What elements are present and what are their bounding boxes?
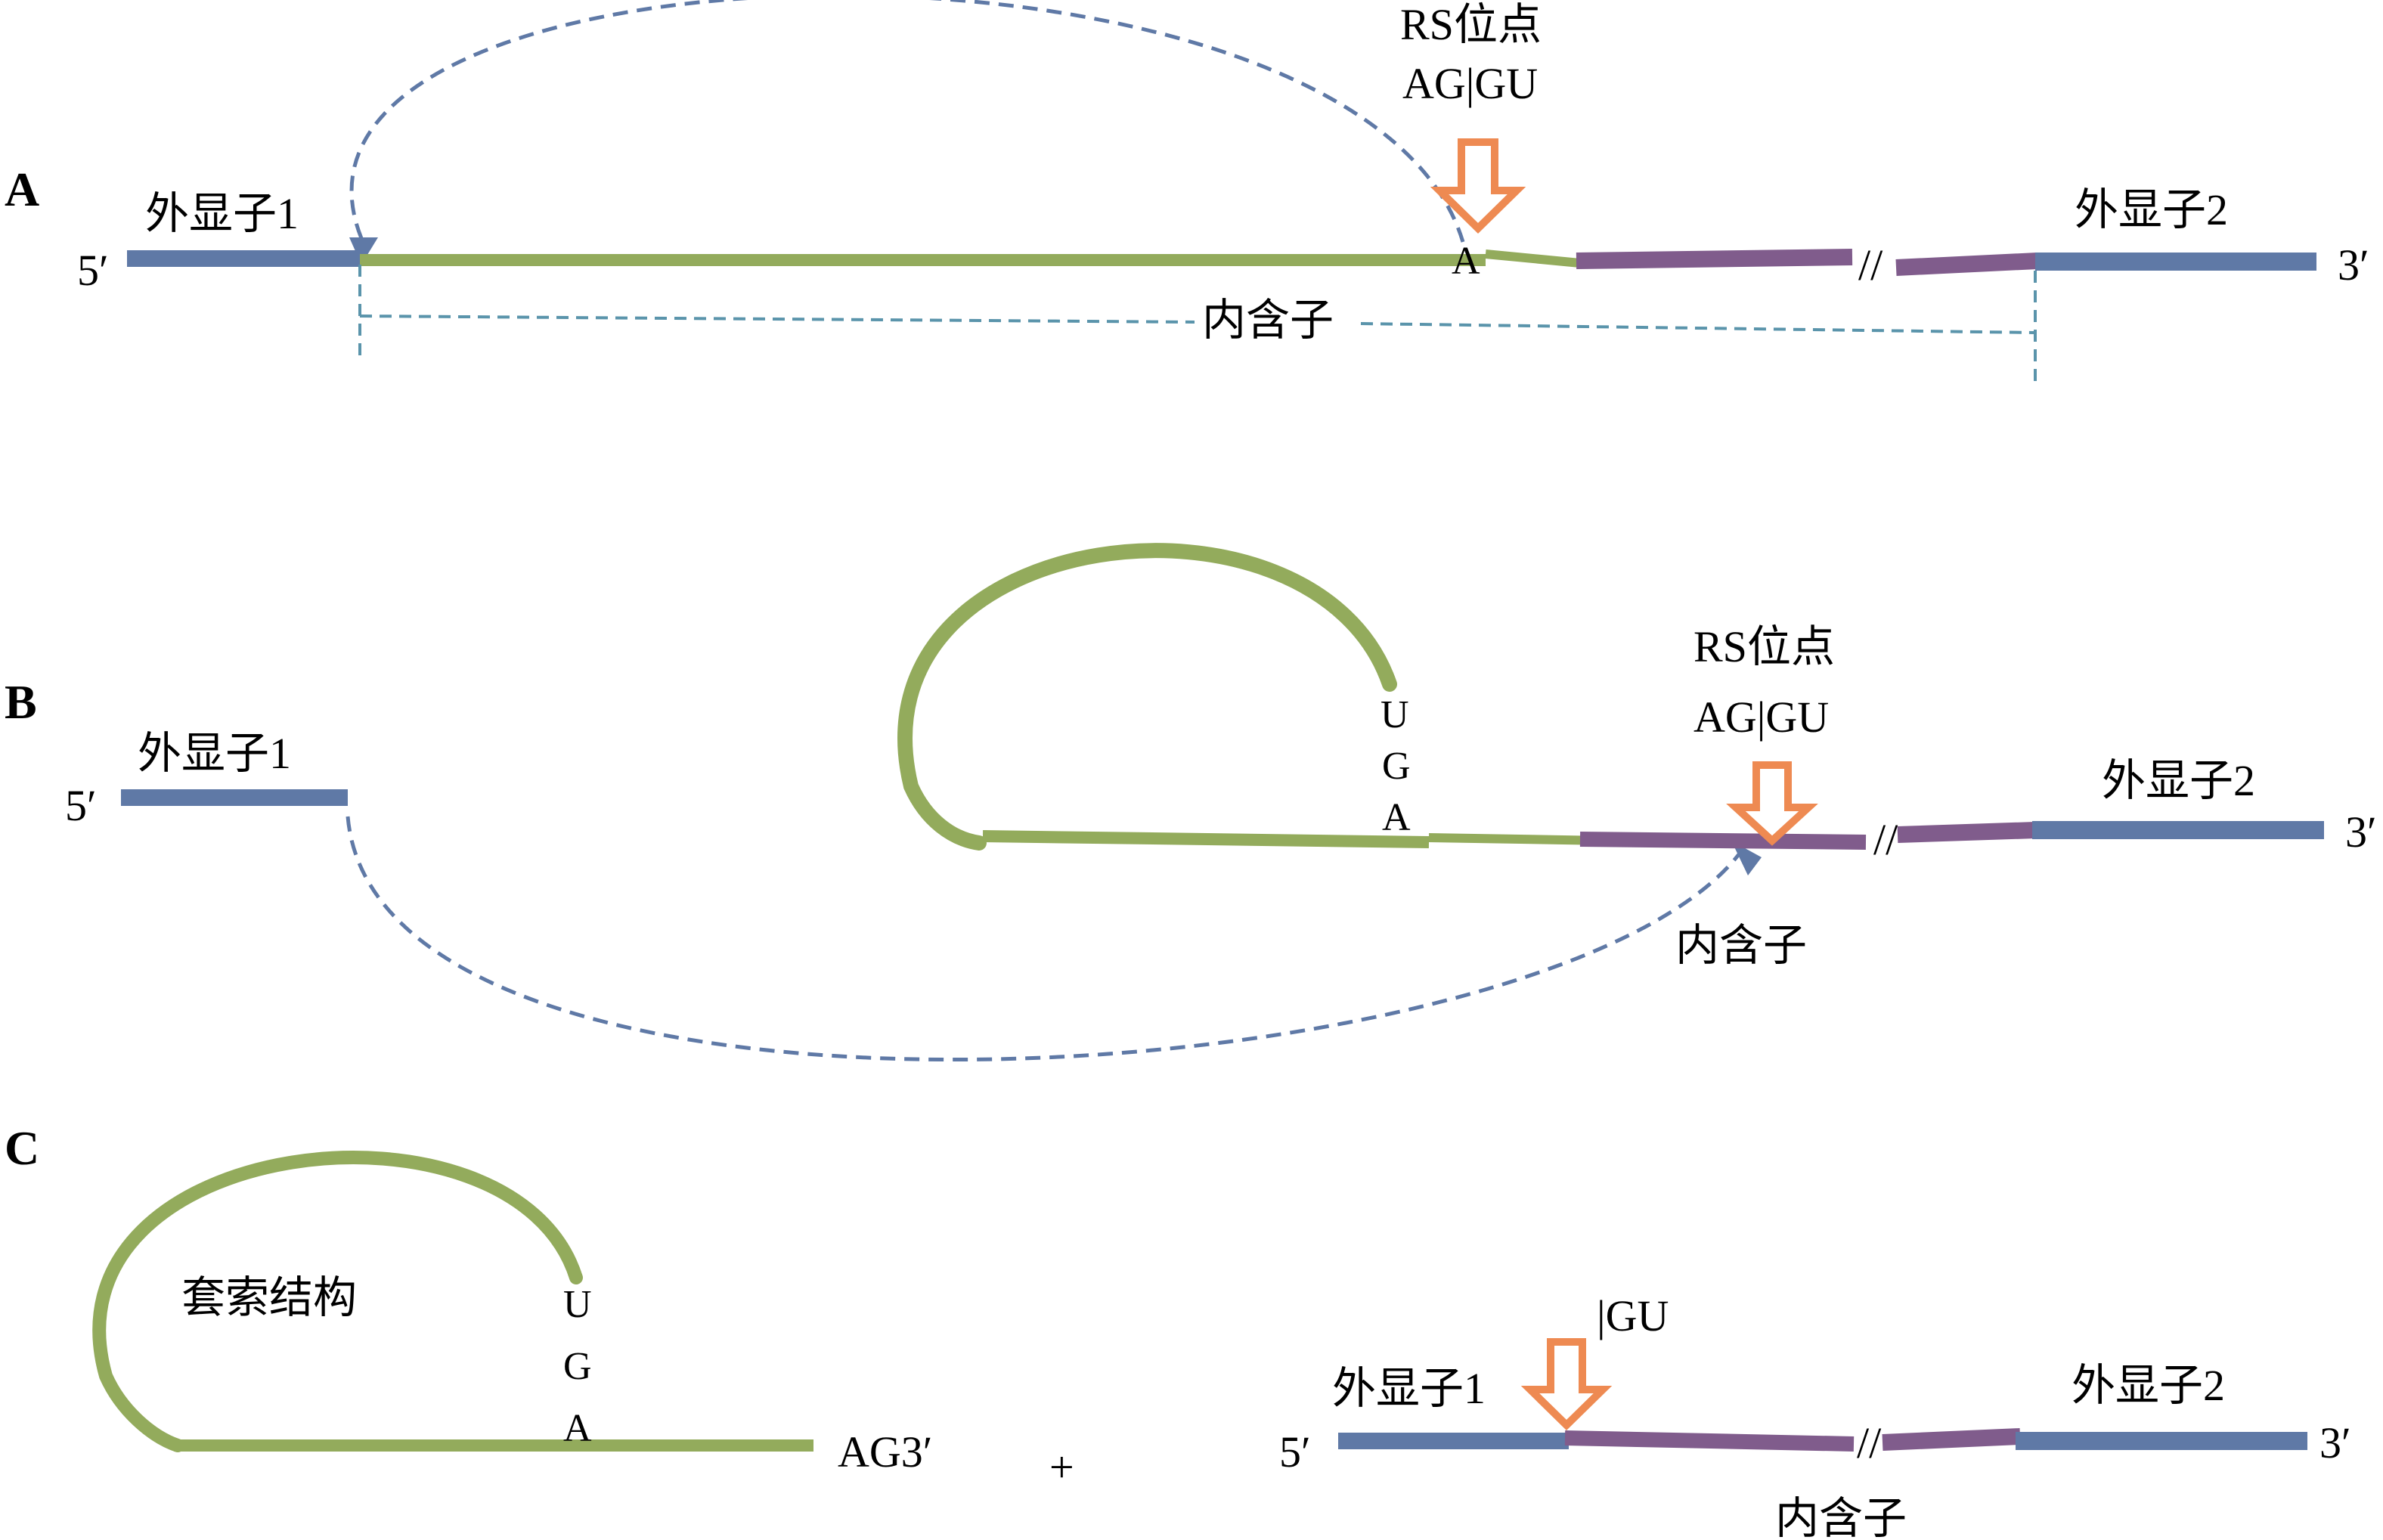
panel-a-five-prime: 5′ (77, 246, 109, 295)
panel-a-ag-gu-label: AG|GU (1402, 59, 1538, 108)
panel-c-exon1-label: 外显子1 (1332, 1364, 1486, 1413)
panel-a-intron-bracket-h1 (359, 315, 1195, 324)
panel-b-intron-label: 内含子 (1675, 921, 1807, 970)
panel-b-three-prime: 3′ (2345, 807, 2377, 857)
panel-b-label: B (5, 675, 37, 729)
panel-a-branch-a: A (1452, 240, 1480, 283)
panel-a: A 外显子1 外显子2 5′ 3′ RS位点 AG|GU A // 内含子 (5, 0, 2369, 382)
panel-a-three-prime: 3′ (2338, 240, 2369, 290)
panel-b-nt-a: A (1382, 796, 1411, 839)
panel-c-five-prime: 5′ (1279, 1427, 1311, 1476)
panel-c-gu-label: |GU (1597, 1291, 1669, 1340)
panel-b-five-prime: 5′ (65, 781, 97, 830)
panel-b-lariat-loop (897, 543, 1397, 851)
panel-a-rs-site-label: RS位点 (1400, 0, 1542, 49)
panel-b-intron-purple-1 (1579, 832, 1867, 850)
panel-c-nt-a: A (563, 1407, 592, 1450)
panel-b-ag-gu-label: AG|GU (1694, 693, 1829, 742)
panel-a-intron-green-tail (1485, 249, 1581, 268)
panel-a-intron-label: 内含子 (1202, 296, 1334, 345)
panel-a-dashed-arc (349, 0, 1465, 243)
panel-c-break-mark: // (1857, 1418, 1882, 1467)
panel-a-arc-arrowhead (349, 237, 378, 265)
panel-c-intron-purple-2 (1882, 1428, 2021, 1451)
panel-b-break-mark: // (1873, 815, 1898, 864)
panel-c-intron-label: 内含子 (1775, 1494, 1907, 1540)
panel-a-exon2-label: 外显子2 (2075, 185, 2228, 234)
panel-c-label: C (5, 1121, 39, 1175)
panel-b-dashed-curve (346, 816, 1740, 1062)
panel-a-break-mark: // (1858, 240, 1883, 290)
panel-c-ag3-label: AG3′ (838, 1427, 932, 1476)
panel-b-curve-arrowhead (1731, 841, 1762, 875)
panel-b-rs-site-label: RS位点 (1694, 622, 1835, 671)
panel-b-intron-green-tail (1428, 833, 1607, 845)
panel-b-intron-purple-2 (1897, 822, 2036, 843)
panel-c-intron-purple-1 (1564, 1430, 1855, 1452)
panel-c: C 套索结构 U G A AG3′ + 外显子1 外显子2 |GU 5′ 3′ … (5, 1121, 2351, 1540)
panel-a-exon1-label: 外显子1 (145, 189, 299, 238)
panel-b-nt-u: U (1381, 693, 1409, 736)
panel-b: B 外显子1 外显子2 5′ 3′ RS位点 AG|GU U G A // 内含… (5, 543, 2377, 1062)
panel-a-intron-purple-1 (1576, 249, 1853, 269)
panel-a-label: A (5, 163, 39, 216)
panel-c-three-prime: 3′ (2319, 1418, 2351, 1467)
panel-c-nt-g: G (563, 1345, 592, 1388)
panel-a-intron-purple-2 (1895, 253, 2038, 276)
panel-c-exon2-label: 外显子2 (2072, 1361, 2225, 1410)
panel-a-intron-bracket-h2 (1360, 322, 2036, 334)
panel-c-lariat-label: 套索结构 (181, 1273, 357, 1322)
panel-b-intron-green (982, 830, 1430, 848)
panel-b-exon2-label: 外显子2 (2102, 756, 2255, 805)
panel-b-nt-g: G (1382, 745, 1411, 788)
panel-c-plus: + (1049, 1442, 1074, 1492)
panel-c-nt-u: U (563, 1283, 592, 1326)
panel-c-lariat-loop (92, 1151, 583, 1452)
panel-b-rs-arrow (1726, 761, 1818, 846)
panel-a-rs-arrow (1430, 138, 1526, 234)
panel-b-exon1-label: 外显子1 (138, 729, 291, 778)
panel-c-rs-arrow (1520, 1338, 1613, 1430)
